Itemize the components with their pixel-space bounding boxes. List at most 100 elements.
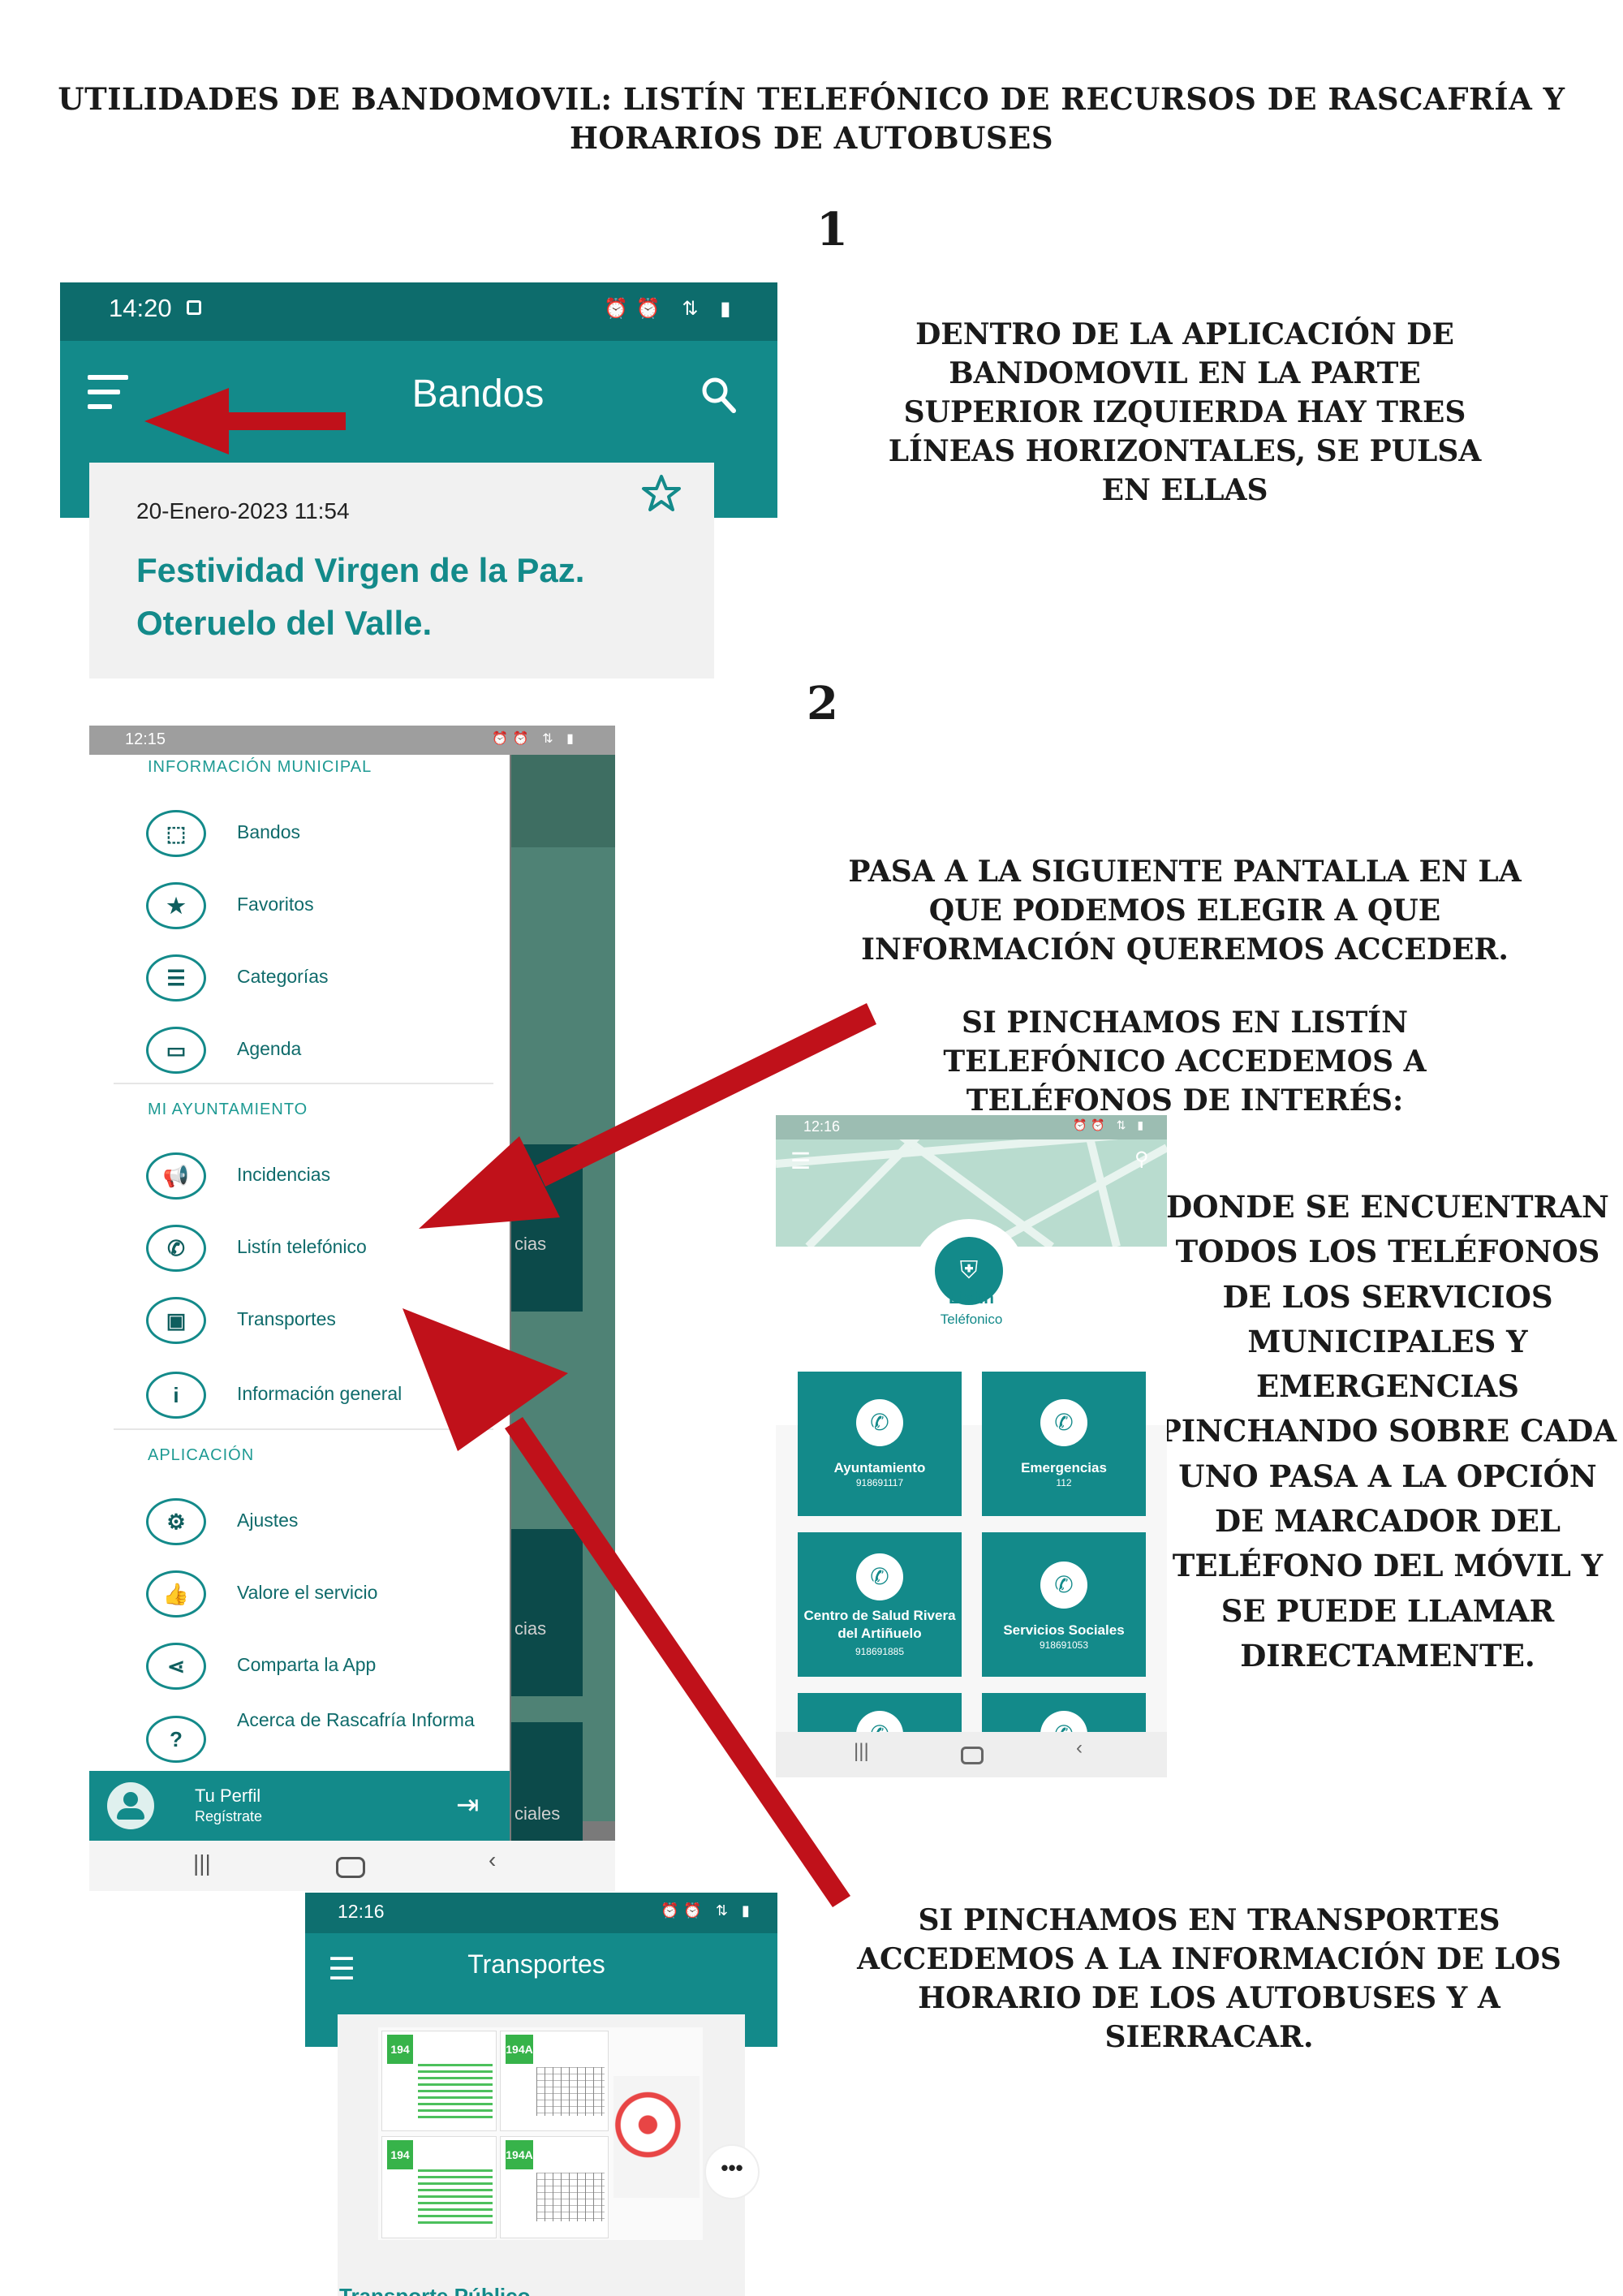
contact-phone: 112 bbox=[1056, 1477, 1072, 1488]
status-bar: 12:16 ⏰⏰ ⇅ ▮ bbox=[776, 1115, 1167, 1139]
menu-item-label: Favoritos bbox=[237, 894, 314, 915]
menu-item-bandos[interactable]: ⬚ Bandos bbox=[146, 810, 503, 867]
gear-icon: ⚙ bbox=[146, 1498, 206, 1545]
search-icon[interactable]: ⚲ bbox=[1134, 1148, 1149, 1170]
contact-phone: 918691053 bbox=[1039, 1639, 1089, 1651]
profile-bar[interactable]: Tu Perfil Regístrate ⇥ bbox=[89, 1771, 510, 1841]
phone-icon: ✆ bbox=[1040, 1562, 1087, 1609]
menu-item-incidencias[interactable]: 📢 Incidencias bbox=[146, 1152, 503, 1209]
phone-icon: ✆ bbox=[856, 1399, 903, 1446]
hamburger-icon[interactable]: ☰ bbox=[328, 1953, 356, 1987]
status-time: 14:20 bbox=[109, 294, 172, 322]
menu-item-label: Listín telefónico bbox=[237, 1236, 367, 1257]
contact-tile[interactable]: ✆ Ayuntamiento 918691117 bbox=[798, 1372, 962, 1516]
home-icon[interactable] bbox=[961, 1747, 984, 1764]
status-time: 12:16 bbox=[338, 1901, 385, 1922]
menu-item-transportes[interactable]: ▣ Transportes bbox=[146, 1297, 503, 1354]
thumbs-up-icon: 👍 bbox=[146, 1570, 206, 1618]
timetable-card[interactable]: 194 194A 194 194A bbox=[338, 2014, 745, 2296]
contact-name: Ayuntamiento bbox=[833, 1460, 926, 1475]
news-card[interactable]: 20-Enero-2023 11:54 Festividad Virgen de… bbox=[89, 463, 714, 678]
profile-name: Tu Perfil bbox=[195, 1786, 261, 1806]
section-title: APLICACIÓN bbox=[148, 1446, 255, 1464]
menu-item-categorias[interactable]: ☰ Categorías bbox=[146, 954, 503, 1011]
arrow-to-transportes-item bbox=[403, 1308, 850, 1907]
system-nav-bar: ||| ‹ bbox=[776, 1732, 1167, 1777]
menu-item-label: Ajustes bbox=[237, 1510, 299, 1531]
status-time: 12:15 bbox=[125, 730, 166, 748]
status-bar: 14:20 ⏰⏰ ⇅ ▮ bbox=[60, 282, 777, 341]
menu-item-favoritos[interactable]: ★ Favoritos bbox=[146, 882, 503, 939]
background-tile: cias bbox=[511, 1529, 583, 1696]
route-map-image bbox=[613, 2076, 700, 2198]
list-icon: ☰ bbox=[146, 954, 206, 1002]
recent-apps-icon[interactable]: ||| bbox=[193, 1850, 211, 1876]
menu-item-label: Valore el servicio bbox=[237, 1582, 378, 1603]
notification-icon bbox=[187, 300, 201, 315]
contact-name: Centro de Salud Rivera del Artiñuelo bbox=[803, 1608, 956, 1641]
divider bbox=[114, 1083, 493, 1084]
step-2-number: 2 bbox=[807, 677, 838, 730]
divider bbox=[114, 1428, 493, 1430]
menu-item-comparta-app[interactable]: ⋖ Comparta la App bbox=[146, 1643, 503, 1699]
contact-tile[interactable]: ✆ Emergencias 112 bbox=[982, 1372, 1146, 1516]
shield-icon: ⛨ bbox=[935, 1237, 1003, 1305]
status-icons: ⏰⏰ ⇅ ▮ bbox=[492, 732, 579, 746]
status-icons: ⏰⏰ ⇅ ▮ bbox=[604, 298, 739, 320]
share-icon: ⋖ bbox=[146, 1643, 206, 1690]
hamburger-icon[interactable] bbox=[88, 375, 128, 411]
menu-item-valore-servicio[interactable]: 👍 Valore el servicio bbox=[146, 1570, 503, 1627]
screen-menu: cias cias ciales INFORMACIÓN MUNICIPAL ⬚… bbox=[89, 726, 615, 1891]
back-icon[interactable]: ‹ bbox=[1076, 1737, 1083, 1759]
route-badge: 194 bbox=[387, 2140, 413, 2169]
background-text: cias bbox=[514, 1618, 547, 1639]
search-icon[interactable] bbox=[701, 377, 737, 416]
logout-icon[interactable]: ⇥ bbox=[456, 1790, 480, 1820]
contact-tile[interactable]: ✆ Servicios Sociales 918691053 bbox=[982, 1532, 1146, 1677]
news-title[interactable]: Festividad Virgen de la Paz. Oteruelo de… bbox=[136, 551, 585, 642]
contact-name: Emergencias bbox=[1021, 1460, 1107, 1475]
recent-apps-icon[interactable]: ||| bbox=[854, 1740, 869, 1762]
back-icon[interactable]: ‹ bbox=[489, 1847, 497, 1872]
status-icons: ⏰⏰ ⇅ ▮ bbox=[661, 1902, 755, 1919]
timetable-image: 194 194A 194 194A bbox=[378, 2027, 703, 2240]
contact-phone: 918691885 bbox=[855, 1646, 905, 1657]
timetable-sheet: 194A bbox=[500, 2031, 609, 2131]
home-icon[interactable] bbox=[336, 1857, 365, 1878]
background-text: ciales bbox=[514, 1803, 561, 1824]
background-text: cias bbox=[514, 1234, 547, 1254]
note-step-2: PASA A LA SIGUIENTE PANTALLA EN LA QUE P… bbox=[848, 855, 1522, 967]
contact-tile[interactable]: ✆ Centro de Salud Rivera del Artiñuelo 9… bbox=[798, 1532, 962, 1677]
status-bar: 12:15 ⏰⏰ ⇅ ▮ bbox=[89, 726, 615, 755]
route-badge: 194A bbox=[506, 2140, 533, 2169]
calendar-icon: ▭ bbox=[146, 1027, 206, 1074]
route-badge: 194A bbox=[506, 2035, 533, 2064]
system-nav-bar: ||| ‹ bbox=[89, 1841, 615, 1891]
section-title: INFORMACIÓN MUNICIPAL bbox=[148, 758, 372, 776]
timetable-sheet: 194 bbox=[381, 2031, 497, 2131]
help-icon: ? bbox=[146, 1716, 206, 1763]
route-badge: 194 bbox=[387, 2035, 413, 2064]
note-transport: SI PINCHAMOS EN TRANSPORTES ACCEDEMOS A … bbox=[857, 1903, 1561, 2054]
note-step-1: DENTRO DE LA APLICACIÓN DE BANDOMOVIL EN… bbox=[888, 317, 1482, 507]
page-subtitle: Teléfonico bbox=[940, 1312, 1003, 1327]
hamburger-icon[interactable]: ☰ bbox=[790, 1148, 812, 1174]
profile-action[interactable]: Regístrate bbox=[195, 1808, 263, 1824]
menu-item-agenda[interactable]: ▭ Agenda bbox=[146, 1027, 503, 1083]
timetable-sheet: 194 bbox=[381, 2136, 497, 2238]
note-listin: SI PINCHAMOS EN LISTÍN TELEFÓNICO ACCEDE… bbox=[943, 1006, 1427, 1118]
news-date: 20-Enero-2023 11:54 bbox=[136, 498, 350, 523]
menu-item-listin-telefonico[interactable]: ✆ Listín telefónico bbox=[146, 1225, 503, 1282]
document-title: UTILIDADES DE BANDOMOVIL: LISTÍN TELEFÓN… bbox=[58, 81, 1565, 156]
arrow-to-menu-icon bbox=[144, 388, 346, 454]
menu-item-informacion-general[interactable]: i Información general bbox=[146, 1372, 503, 1428]
menu-item-label: Transportes bbox=[237, 1308, 336, 1329]
star-icon[interactable] bbox=[641, 474, 682, 513]
list-item-title[interactable]: Transporte Público bbox=[339, 2284, 531, 2296]
menu-item-ajustes[interactable]: ⚙ Ajustes bbox=[146, 1498, 503, 1555]
more-options-button[interactable]: ••• bbox=[704, 2144, 760, 2199]
menu-item-acerca-de[interactable]: ? Acerca de Rascafría Informa bbox=[146, 1709, 503, 1766]
contact-name: Servicios Sociales bbox=[1003, 1622, 1125, 1638]
cast-icon: ⬚ bbox=[146, 810, 206, 857]
phone-icon: ✆ bbox=[146, 1225, 206, 1272]
